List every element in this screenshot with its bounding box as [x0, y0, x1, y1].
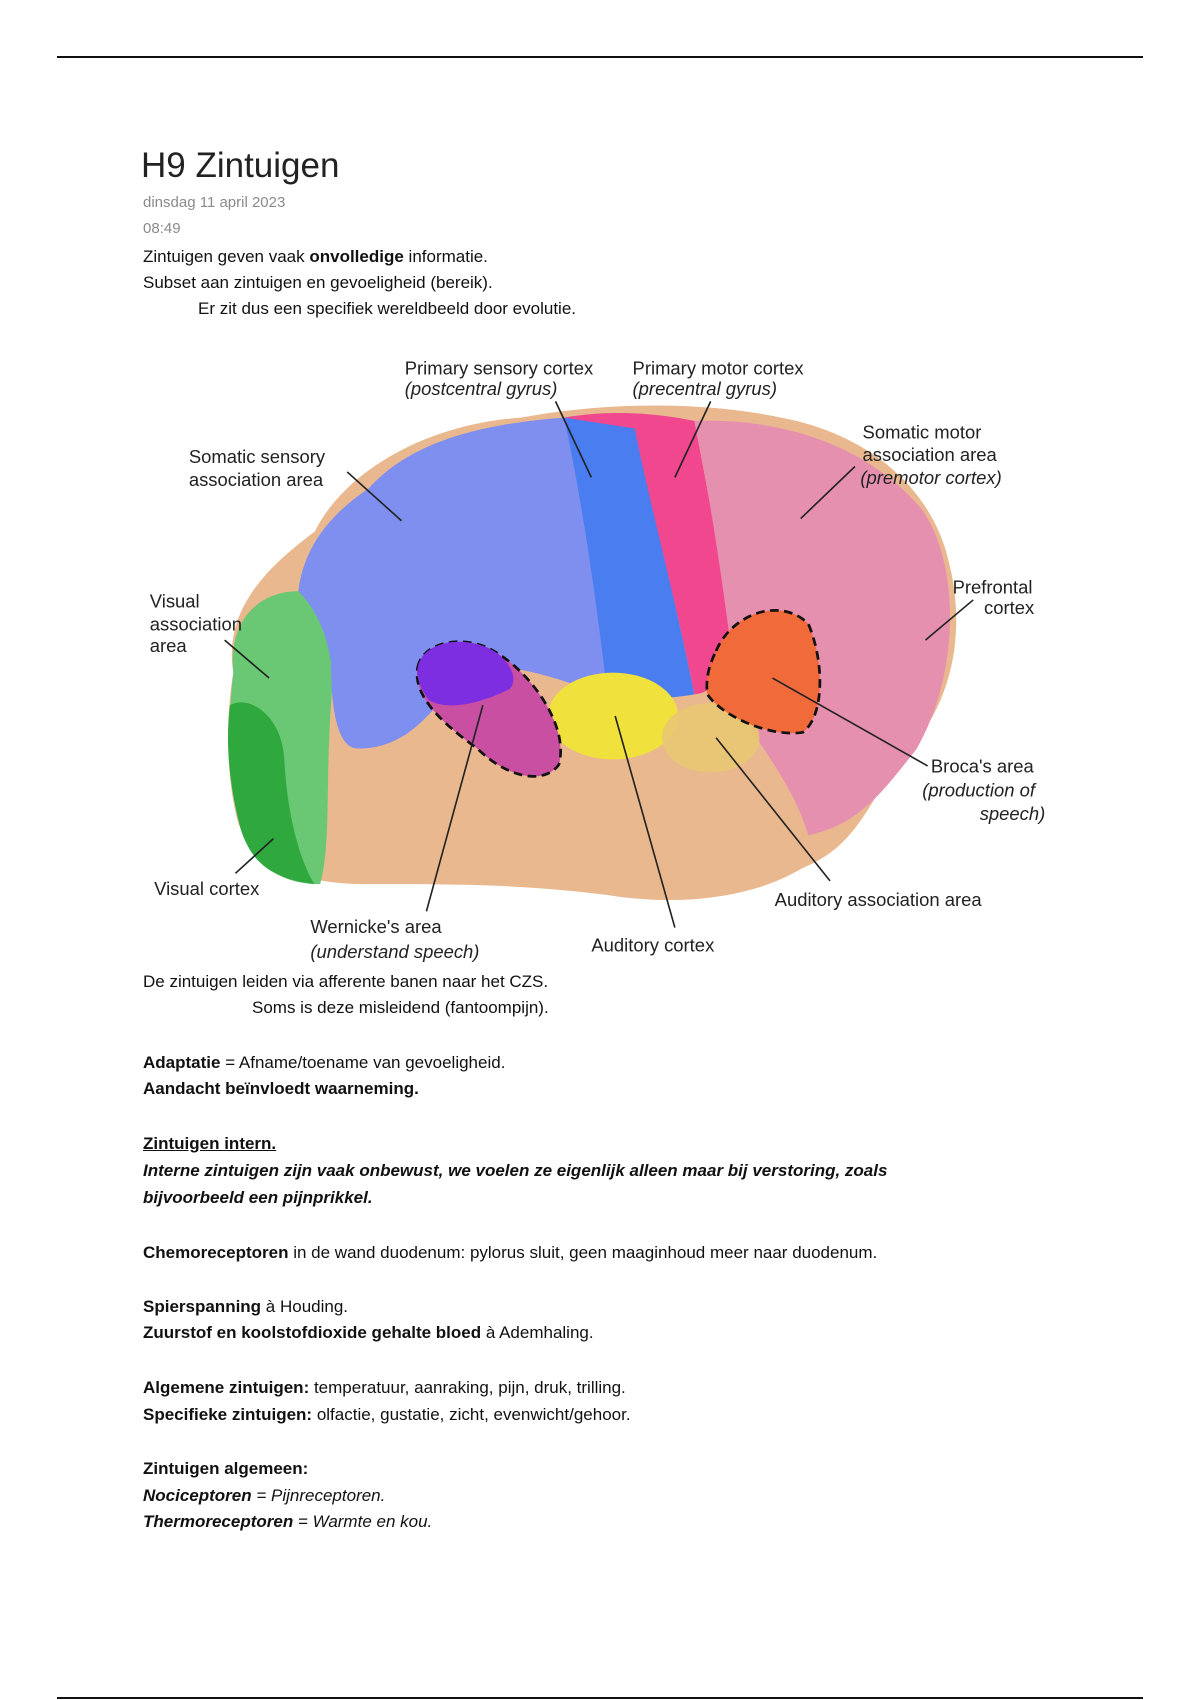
label-broca-sub1: (production of: [922, 779, 1037, 800]
thermo-line: Thermoreceptoren = Warmte en kou.: [143, 1512, 433, 1531]
afferent-line: De zintuigen leiden via afferente banen …: [143, 972, 549, 991]
spier-line: Spierspanning à Houding.: [143, 1297, 349, 1316]
label-somatic-sensory-1: Somatic sensory: [189, 446, 326, 467]
adaptatie-line: Adaptatie = Afname/toename van gevoeligh…: [143, 1053, 506, 1072]
label-somatic-motor-1: Somatic motor: [863, 421, 982, 442]
label-prefrontal-2: cortex: [984, 597, 1035, 618]
label-visual-assoc-2: association: [150, 613, 242, 634]
label-wernicke: Wernicke's area: [310, 916, 442, 937]
somatic-sensory-association-region: [298, 417, 608, 749]
note-date: dinsdag 11 april 2023: [143, 194, 286, 211]
label-visual-assoc-1: Visual: [150, 591, 200, 612]
intern-line-1: Interne zintuigen zijn vaak onbewust, we…: [143, 1161, 888, 1180]
label-visual-cortex: Visual cortex: [154, 878, 260, 899]
top-rule: [57, 56, 1143, 58]
label-broca: Broca's area: [931, 755, 1035, 776]
aandacht-line: Aandacht beïnvloedt waarneming.: [143, 1079, 419, 1098]
intern-heading: Zintuigen intern.: [143, 1134, 277, 1153]
auditory-association-region: [661, 702, 760, 773]
intro-line-1: Zintuigen geven vaak onvolledige informa…: [143, 247, 488, 266]
chemo-line: Chemoreceptoren in de wand duodenum: pyl…: [143, 1243, 878, 1262]
leader-lines: [224, 401, 974, 928]
label-wernicke-sub: (understand speech): [310, 941, 479, 962]
label-primary-motor-sub: (precentral gyrus): [633, 378, 777, 399]
label-somatic-motor-sub: (premotor cortex): [860, 467, 1001, 488]
label-visual-assoc-3: area: [150, 635, 188, 656]
intro-line-2: Subset aan zintuigen en gevoeligheid (be…: [143, 273, 493, 292]
label-primary-sensory: Primary sensory cortex: [405, 357, 594, 378]
label-auditory-assoc: Auditory association area: [775, 889, 983, 910]
note-time: 08:49: [143, 220, 181, 237]
page-title: H9 Zintuigen: [141, 146, 340, 185]
algemene-line: Algemene zintuigen: temperatuur, aanraki…: [143, 1378, 626, 1397]
zuurstof-line: Zuurstof en koolstofdioxide gehalte bloe…: [143, 1323, 594, 1342]
algemeen-heading: Zintuigen algemeen:: [143, 1459, 309, 1478]
label-broca-sub2: speech): [980, 803, 1046, 824]
label-somatic-sensory-2: association area: [189, 469, 324, 490]
broca-area-region: [705, 608, 822, 735]
label-somatic-motor-2: association area: [863, 444, 998, 465]
noci-line: Nociceptoren = Pijnreceptoren.: [143, 1486, 386, 1505]
specifieke-line: Specifieke zintuigen: olfactie, gustatie…: [143, 1405, 631, 1424]
label-auditory-cortex: Auditory cortex: [591, 934, 715, 955]
auditory-cortex-region: [547, 672, 679, 760]
label-primary-motor: Primary motor cortex: [633, 357, 805, 378]
intern-line-2: bijvoorbeeld een pijnprikkel.: [143, 1188, 373, 1207]
bottom-rule: [57, 1697, 1143, 1699]
intro-line-3: Er zit dus een specifiek wereldbeeld doo…: [198, 299, 576, 318]
label-primary-sensory-sub: (postcentral gyrus): [405, 378, 558, 399]
visual-cortex-region: [228, 702, 315, 885]
primary-sensory-cortex-region: [564, 415, 695, 699]
primary-motor-cortex-region: [564, 413, 738, 695]
phantom-line: Soms is deze misleidend (fantoompijn).: [252, 998, 549, 1017]
label-prefrontal-1: Prefrontal: [953, 576, 1033, 597]
